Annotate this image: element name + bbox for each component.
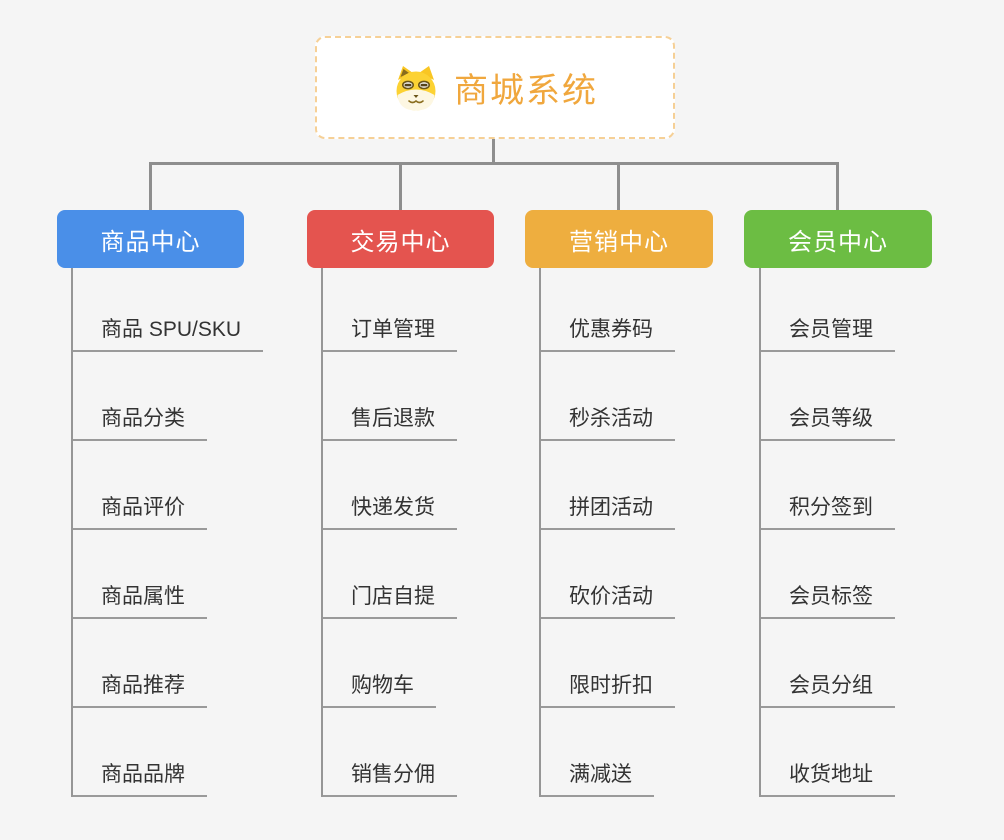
branch-node-marketing-center[interactable]: 营销中心 — [525, 210, 713, 268]
leaf-node[interactable]: 拼团活动 — [539, 441, 675, 530]
leaf-node[interactable]: 购物车 — [321, 619, 436, 708]
leaf-node[interactable]: 销售分佣 — [321, 708, 457, 797]
branch-children-member: 会员管理 会员等级 积分签到 会员标签 会员分组 收货地址 — [759, 268, 895, 797]
root-node[interactable]: 商城系统 — [315, 36, 675, 139]
leaf-node[interactable]: 满减送 — [539, 708, 654, 797]
leaf-node[interactable]: 快递发货 — [321, 441, 457, 530]
connector-drop-2 — [399, 162, 402, 210]
leaf-node[interactable]: 订单管理 — [321, 268, 457, 352]
leaf-node[interactable]: 售后退款 — [321, 352, 457, 441]
branch-children-trade: 订单管理 售后退款 快递发货 门店自提 购物车 销售分佣 — [321, 268, 457, 797]
branch-children-product: 商品 SPU/SKU 商品分类 商品评价 商品属性 商品推荐 商品品牌 — [71, 268, 264, 797]
connector-drop-1 — [149, 162, 152, 210]
leaf-node[interactable]: 会员管理 — [759, 268, 895, 352]
connector-drop-4 — [836, 162, 839, 210]
branch-node-trade-center[interactable]: 交易中心 — [307, 210, 494, 268]
leaf-node[interactable]: 会员等级 — [759, 352, 895, 441]
connector-drop-3 — [617, 162, 620, 210]
leaf-node[interactable]: 砍价活动 — [539, 530, 675, 619]
leaf-node[interactable]: 商品属性 — [71, 530, 207, 619]
leaf-node[interactable]: 积分签到 — [759, 441, 895, 530]
leaf-node[interactable]: 秒杀活动 — [539, 352, 675, 441]
branch-node-member-center[interactable]: 会员中心 — [744, 210, 932, 268]
doge-icon — [392, 64, 440, 112]
root-title: 商城系统 — [454, 72, 598, 110]
leaf-node[interactable]: 限时折扣 — [539, 619, 675, 708]
leaf-node[interactable]: 商品推荐 — [71, 619, 207, 708]
branch-children-marketing: 优惠券码 秒杀活动 拼团活动 砍价活动 限时折扣 满减送 — [539, 268, 675, 797]
leaf-node[interactable]: 门店自提 — [321, 530, 457, 619]
leaf-node[interactable]: 优惠券码 — [539, 268, 675, 352]
leaf-node[interactable]: 商品品牌 — [71, 708, 207, 797]
connector-root-stub — [492, 139, 495, 163]
leaf-node[interactable]: 会员分组 — [759, 619, 895, 708]
leaf-node[interactable]: 商品评价 — [71, 441, 207, 530]
connector-rail — [149, 162, 839, 165]
leaf-node[interactable]: 商品分类 — [71, 352, 207, 441]
branch-node-product-center[interactable]: 商品中心 — [57, 210, 244, 268]
leaf-node[interactable]: 商品 SPU/SKU — [71, 268, 264, 352]
leaf-node[interactable]: 收货地址 — [759, 708, 895, 797]
leaf-node[interactable]: 会员标签 — [759, 530, 895, 619]
